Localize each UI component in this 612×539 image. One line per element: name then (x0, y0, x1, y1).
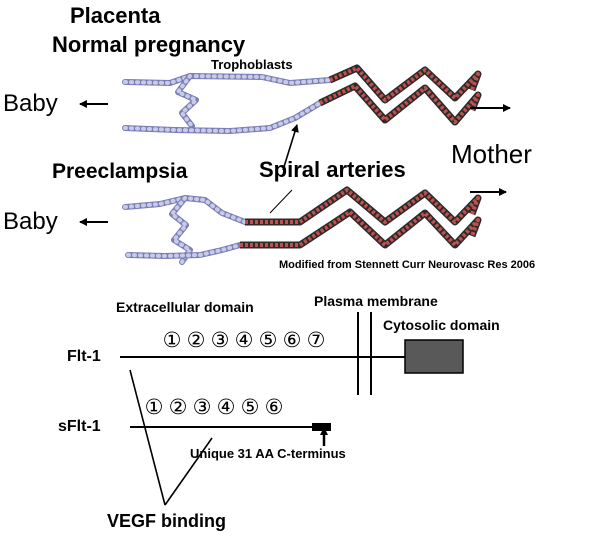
flt1-domain-3: ③ (210, 328, 230, 352)
c-terminus-label: Unique 31 AA C-terminus (190, 446, 346, 461)
vegf-pointer-flt1 (129, 369, 166, 506)
trophoblasts-label: Trophoblasts (211, 57, 293, 72)
sflt1-domain-4: ④ (216, 395, 236, 419)
vegf-pointer-sflt1 (164, 437, 213, 506)
sflt1-label: sFlt-1 (58, 418, 101, 435)
vegf-binding-label: VEGF binding (107, 511, 226, 531)
flt1-domain-row: ① ② ③ ④ ⑤ ⑥ ⑦ (160, 330, 328, 351)
normal-pregnancy-label: Normal pregnancy (52, 32, 246, 57)
normal-spiral-artery (318, 64, 482, 126)
placenta-title: Placenta (70, 3, 161, 28)
flt1-domain-1: ① (162, 328, 182, 352)
normal-trophoblast-vessel (122, 73, 333, 134)
preeclampsia-trophoblast-vessel (122, 195, 248, 265)
pointer-spiral-arteries-top (282, 124, 299, 171)
c-terminus-block (312, 423, 331, 431)
sflt1-domain-5: ⑤ (240, 395, 260, 419)
citation-text: Modified from Stennett Curr Neurovasc Re… (279, 259, 536, 271)
spiral-arteries-label: Spiral arteries (259, 157, 406, 182)
sflt1-domain-2: ② (168, 395, 188, 419)
preeclampsia-spiral-artery (240, 186, 482, 249)
sflt1-domain-row: ① ② ③ ④ ⑤ ⑥ (142, 397, 286, 418)
flt1-domain-7: ⑦ (306, 328, 326, 352)
extracellular-domain-label: Extracellular domain (116, 299, 254, 315)
cytosolic-domain-box (404, 339, 464, 374)
mother-label: Mother (451, 139, 532, 169)
preeclampsia-label: Preeclampsia (52, 160, 188, 183)
baby-label-bottom: Baby (3, 208, 58, 235)
sflt1-domain-3: ③ (192, 395, 212, 419)
flt1-domain-6: ⑥ (282, 328, 302, 352)
flt1-domain-2: ② (186, 328, 206, 352)
sflt1-domain-6: ⑥ (264, 395, 284, 419)
baby-label-top: Baby (3, 90, 58, 117)
flt1-domain-5: ⑤ (258, 328, 278, 352)
cytosolic-domain-label: Cytosolic domain (383, 317, 500, 333)
flt1-label: Flt-1 (67, 348, 101, 365)
flt1-domain-4: ④ (234, 328, 254, 352)
sflt1-domain-1: ① (144, 395, 164, 419)
pointer-spiral-arteries-bottom (269, 189, 293, 214)
plasma-membrane-label: Plasma membrane (314, 293, 438, 309)
